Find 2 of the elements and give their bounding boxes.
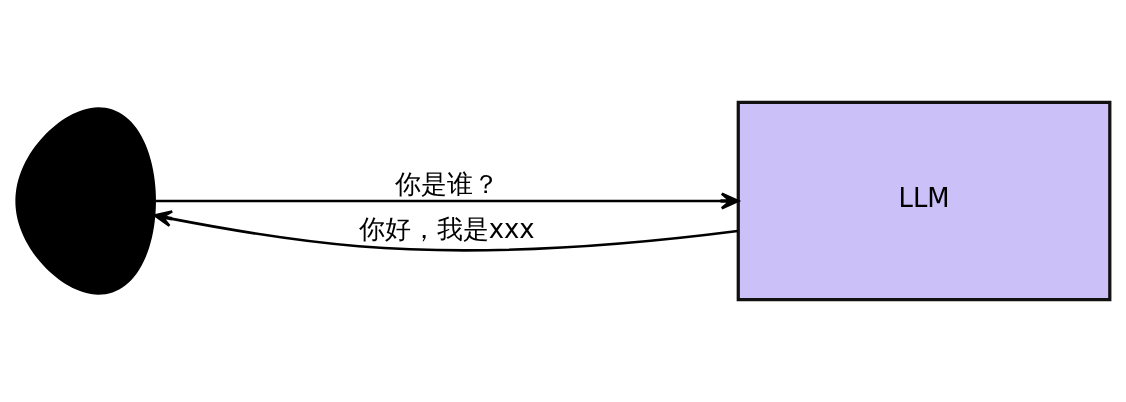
edge-label: 你是谁？ [394,168,499,199]
edge-label: 你好，我是xxx [358,213,535,244]
